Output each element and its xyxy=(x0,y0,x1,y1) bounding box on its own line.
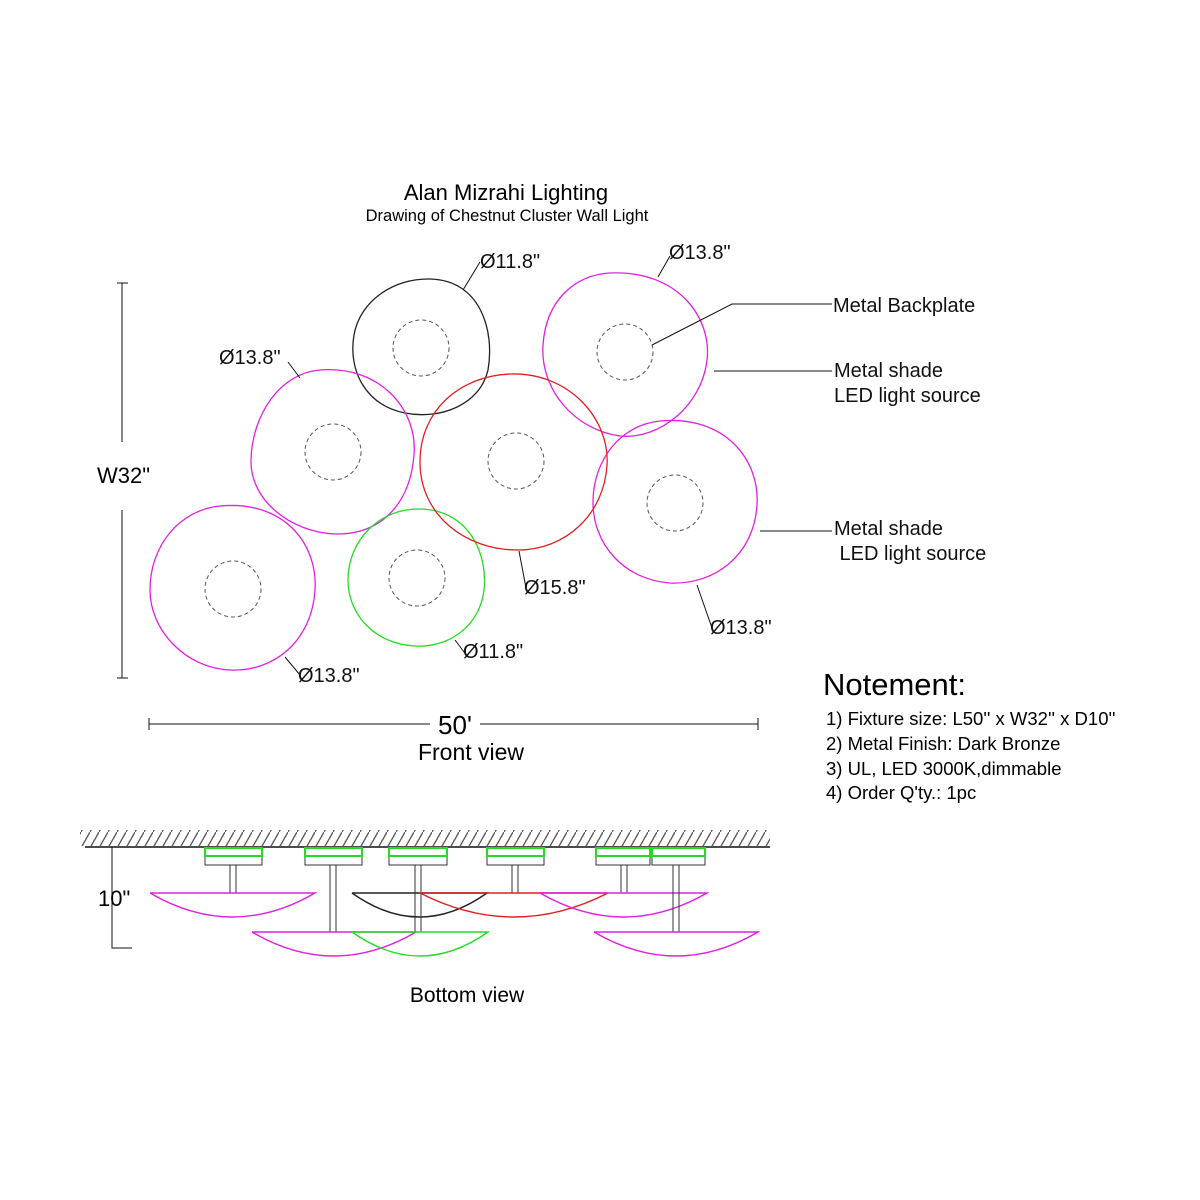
notes: Notement: 1) Fixture size: L50'' x W32''… xyxy=(823,667,1116,803)
wall-hatching xyxy=(80,830,770,846)
led-driver xyxy=(651,847,706,857)
callout-shade: Metal shade xyxy=(834,360,943,382)
notes-heading: Notement: xyxy=(823,667,966,702)
shade-profile xyxy=(419,892,609,918)
note-item: 4) Order Q'ty.: 1pc xyxy=(826,782,976,803)
note-item: 3) UL, LED 3000K,dimmable xyxy=(826,758,1061,779)
led-source-circle xyxy=(204,560,262,618)
stem xyxy=(672,865,680,932)
width-dimension: 50' xyxy=(438,710,472,740)
shade-profile xyxy=(539,892,710,918)
led-driver xyxy=(486,847,545,857)
stem xyxy=(329,865,337,932)
led-source-circle xyxy=(304,423,362,481)
led-source-circle xyxy=(646,474,704,532)
shade-profile xyxy=(149,892,318,918)
subtitle: Drawing of Chestnut Cluster Wall Light xyxy=(366,207,649,225)
callout-led: LED light source xyxy=(834,543,986,565)
led-source-circle xyxy=(487,432,545,490)
shade-profile xyxy=(351,931,491,957)
diameter-label: Ø13.8" xyxy=(219,347,281,369)
shade-right xyxy=(592,419,758,584)
stem xyxy=(511,865,519,893)
note-item: 1) Fixture size: L50'' x W32'' x D10'' xyxy=(826,708,1116,729)
led-driver xyxy=(304,847,363,857)
shade-top-right xyxy=(542,272,709,437)
diameter-label: Ø11.8" xyxy=(480,251,540,273)
shade-left-mid xyxy=(250,369,415,535)
led-source-circle xyxy=(392,319,450,377)
front-view-label: Front view xyxy=(418,739,524,765)
diameter-label: Ø13.8" xyxy=(669,242,731,264)
led-source-circle xyxy=(596,323,654,381)
shade-red xyxy=(419,373,608,551)
diameter-label: Ø11.8" xyxy=(463,641,523,663)
led-driver xyxy=(388,847,448,857)
led-driver xyxy=(595,847,651,857)
note-item: 2) Metal Finish: Dark Bronze xyxy=(826,733,1060,754)
shade-profile xyxy=(351,892,490,918)
callout-led: LED light source xyxy=(834,385,981,407)
height-dimension: W32" xyxy=(97,463,150,488)
callout-backplate: Metal Backplate xyxy=(833,295,975,317)
shade-profile xyxy=(593,931,761,957)
shade-black xyxy=(352,278,491,416)
shade-profile xyxy=(251,931,419,957)
led-source-circle xyxy=(388,549,446,607)
callout-shade: Metal shade xyxy=(834,518,943,540)
diameter-label: Ø13.8" xyxy=(710,617,772,639)
mounts xyxy=(149,847,761,957)
title: Alan Mizrahi Lighting xyxy=(404,180,608,205)
diameter-label: Ø15.8" xyxy=(524,577,586,599)
bottom-view: 10" Bottom view xyxy=(80,830,770,1007)
stem xyxy=(620,865,628,893)
stem xyxy=(414,865,422,932)
stem xyxy=(414,865,422,893)
front-view: Ø11.8" Ø13.8" Ø13.8" Ø15.8" Ø13.8" Ø13.8… xyxy=(97,242,986,765)
shade-green xyxy=(347,508,486,647)
diameter-label: Ø13.8" xyxy=(298,665,360,687)
depth-dimension: 10" xyxy=(98,886,130,911)
bottom-view-label: Bottom view xyxy=(410,984,525,1007)
led-driver xyxy=(204,847,263,857)
shade-bottom-left xyxy=(149,504,316,671)
stem xyxy=(229,865,237,893)
